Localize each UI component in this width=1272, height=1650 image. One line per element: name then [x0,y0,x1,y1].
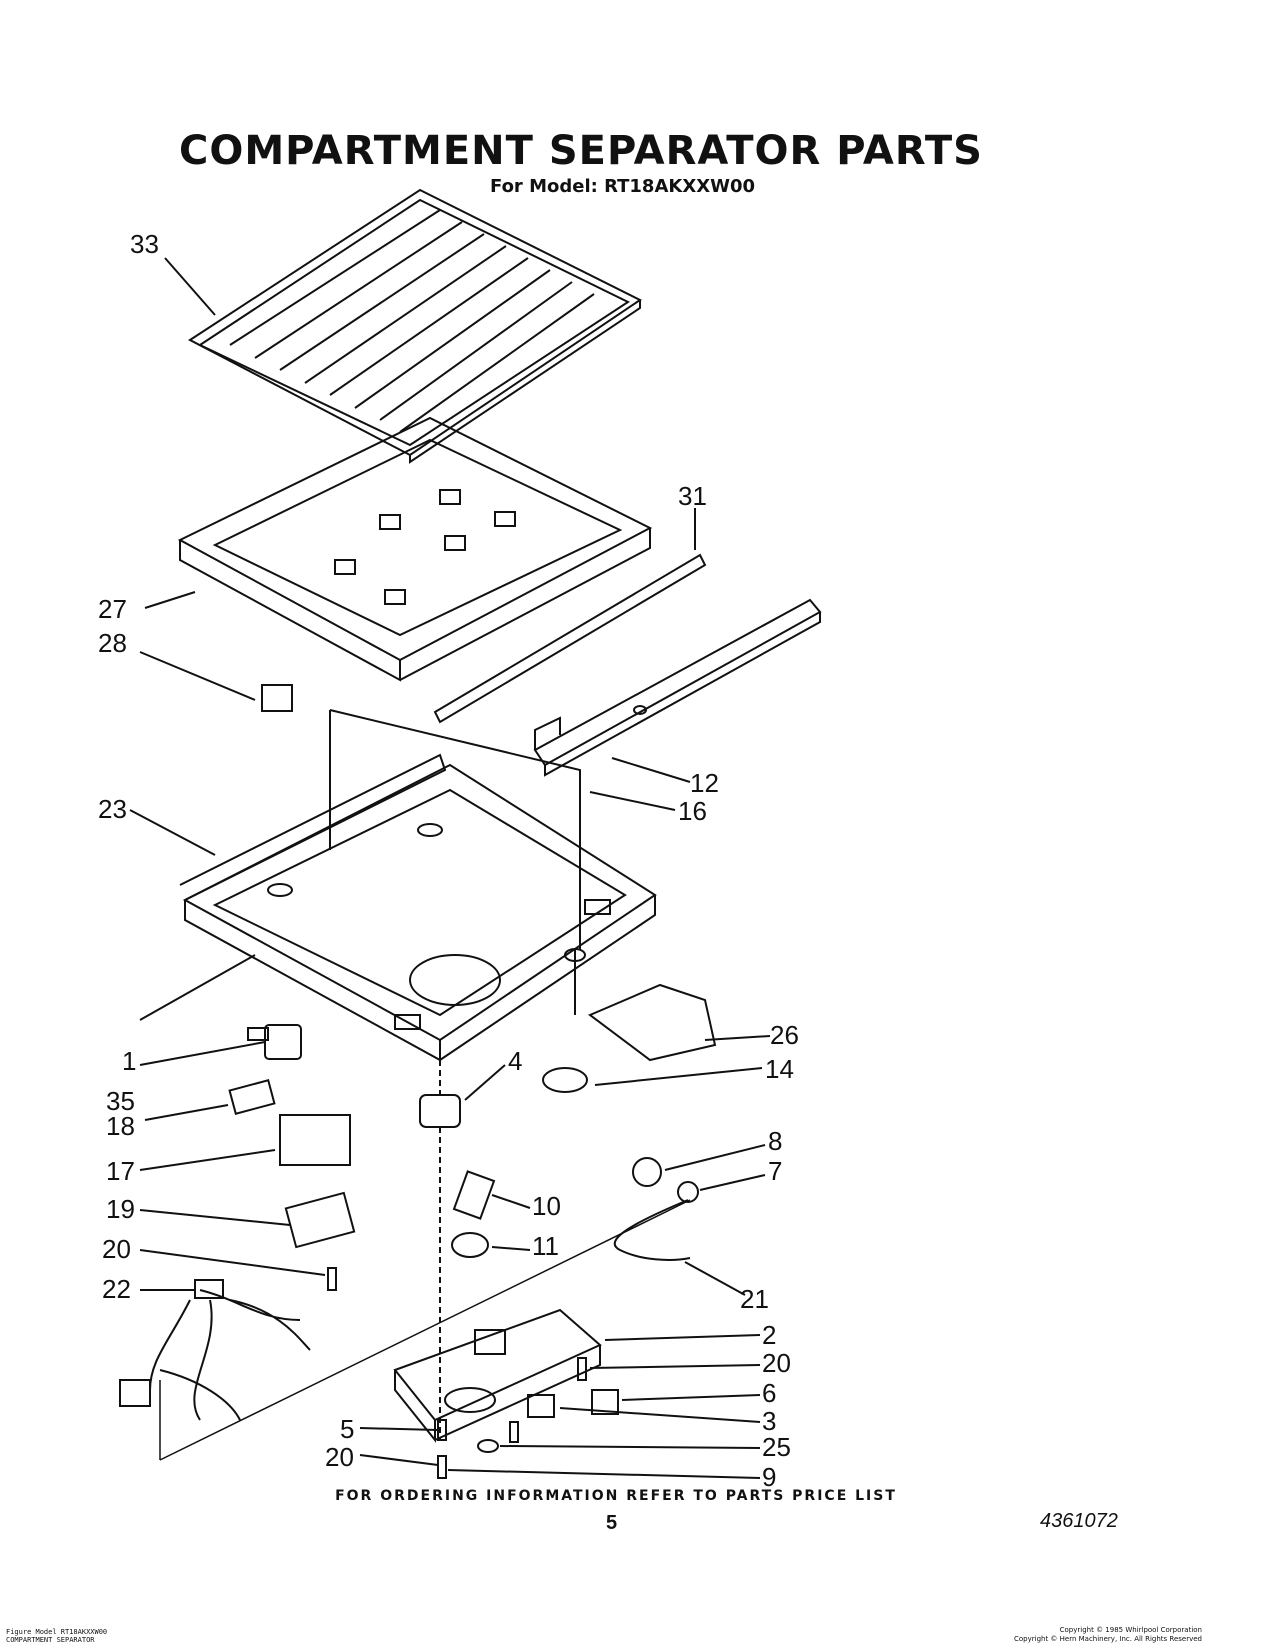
callout-16: 16 [678,796,707,826]
callout-14: 14 [765,1054,794,1084]
footer-left: Figure Model RT18AKXXW00 COMPARTMENT SEP… [6,1628,108,1644]
part-22-harness [119,1279,311,1421]
callout-23: 23 [98,794,127,824]
part-18-bezel [228,1079,276,1115]
part-11-washer [451,1232,489,1258]
callout-2: 2 [762,1320,776,1350]
part-23-base [179,753,657,1062]
part-33-grille [188,188,642,464]
part-16-wire [329,709,581,1015]
callout-4: 4 [508,1046,522,1076]
callout-7: 7 [768,1156,782,1186]
callout-8: 8 [768,1126,782,1156]
part-3-switch [527,1394,555,1418]
part-6-switch [591,1389,619,1415]
callout-3: 3 [762,1406,776,1436]
callout-20-b: 20 [762,1348,791,1378]
part-26-insulation [588,983,717,1062]
part-28-block [261,684,293,712]
callout-26: 26 [770,1020,799,1050]
callout-9: 9 [762,1462,776,1492]
callout-18: 18 [106,1111,135,1141]
callout-27: 27 [98,594,127,624]
callout-20-c: 20 [325,1442,354,1472]
part-31-strip [433,553,707,724]
part-4-damper [419,1094,461,1128]
page-title: COMPARTMENT SEPARATOR PARTS [179,128,983,174]
page-number: 5 [606,1512,618,1534]
callout-1: 1 [122,1046,136,1076]
document-number: 4361072 [1040,1510,1118,1532]
part-8-bulb [632,1157,662,1187]
callout-17: 17 [106,1156,135,1186]
callout-35: 35 [106,1086,135,1116]
part-21-wire [613,1199,691,1261]
callout-21: 21 [740,1284,769,1314]
callout-28: 28 [98,628,127,658]
part-9-screw [437,1455,447,1479]
part-27-frame [177,416,653,682]
part-20-screw [327,1267,337,1291]
callout-31: 31 [678,481,707,511]
part-14-grommet [542,1067,588,1093]
callout-22: 22 [102,1274,131,1304]
part-7-socket [677,1181,699,1203]
callout-33: 33 [130,229,159,259]
part-35-knob [247,1024,302,1060]
callout-12: 12 [690,768,719,798]
part-19-bracket [284,1191,356,1249]
callout-19: 19 [106,1194,135,1224]
part-20-screw-c [509,1421,519,1443]
callout-25: 25 [762,1432,791,1462]
ordering-note: FOR ORDERING INFORMATION REFER TO PARTS … [335,1488,897,1504]
callout-11: 11 [532,1231,559,1261]
part-10-thermostat [452,1170,496,1220]
part-17-housing [279,1114,351,1166]
footer-copyright: Copyright © 1985 Whirlpool Corporation C… [1013,1626,1202,1643]
part-20-screw-b [577,1357,587,1381]
part-12-channel [533,598,822,777]
callout-20: 20 [102,1234,131,1264]
model-subtitle: For Model: RT18AKXXW00 [490,176,755,197]
part-25-spacer [477,1439,499,1453]
callout-10: 10 [532,1191,561,1221]
callout-6: 6 [762,1378,776,1408]
callout-5: 5 [340,1414,354,1444]
